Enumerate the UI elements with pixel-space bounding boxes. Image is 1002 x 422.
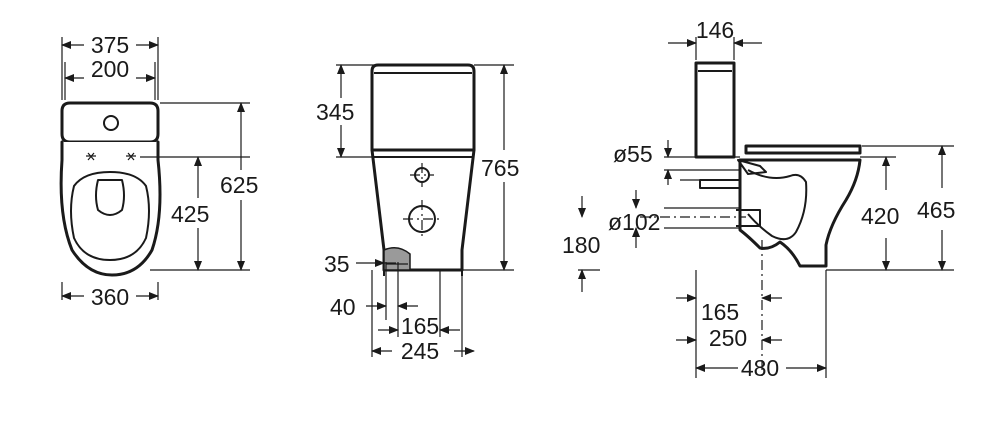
front-dim-765: 765	[481, 155, 519, 181]
side-dim-465: 465	[917, 197, 955, 223]
side-dim-o55: ø55	[613, 141, 653, 167]
top-view: 375 200 625 425 360	[59, 32, 258, 310]
side-view: 146 ø55 ø102 180 420 465 165 250 480	[562, 17, 955, 381]
front-view: 345 765 35 40 165 245	[316, 63, 519, 364]
top-dim-200: 200	[91, 56, 129, 82]
top-dim-625: 625	[220, 172, 258, 198]
top-dim-360: 360	[91, 284, 129, 310]
front-dim-345: 345	[316, 99, 354, 125]
top-dim-375: 375	[91, 32, 129, 58]
top-dim-425: 425	[171, 201, 209, 227]
side-dim-180: 180	[562, 232, 600, 258]
front-dim-35: 35	[324, 251, 350, 277]
side-dim-420: 420	[861, 203, 899, 229]
toilet-front-outline	[370, 63, 476, 276]
toilet-top-outline	[59, 101, 162, 277]
front-dim-40: 40	[330, 294, 356, 320]
front-dim-245: 245	[401, 338, 439, 364]
side-dim-480: 480	[741, 355, 779, 381]
side-dim-165: 165	[701, 299, 739, 325]
side-dim-250: 250	[709, 325, 747, 351]
front-dim-165: 165	[401, 313, 439, 339]
side-dim-o102: ø102	[608, 209, 660, 235]
side-dim-146: 146	[696, 17, 734, 43]
toilet-side-outline	[694, 61, 862, 268]
